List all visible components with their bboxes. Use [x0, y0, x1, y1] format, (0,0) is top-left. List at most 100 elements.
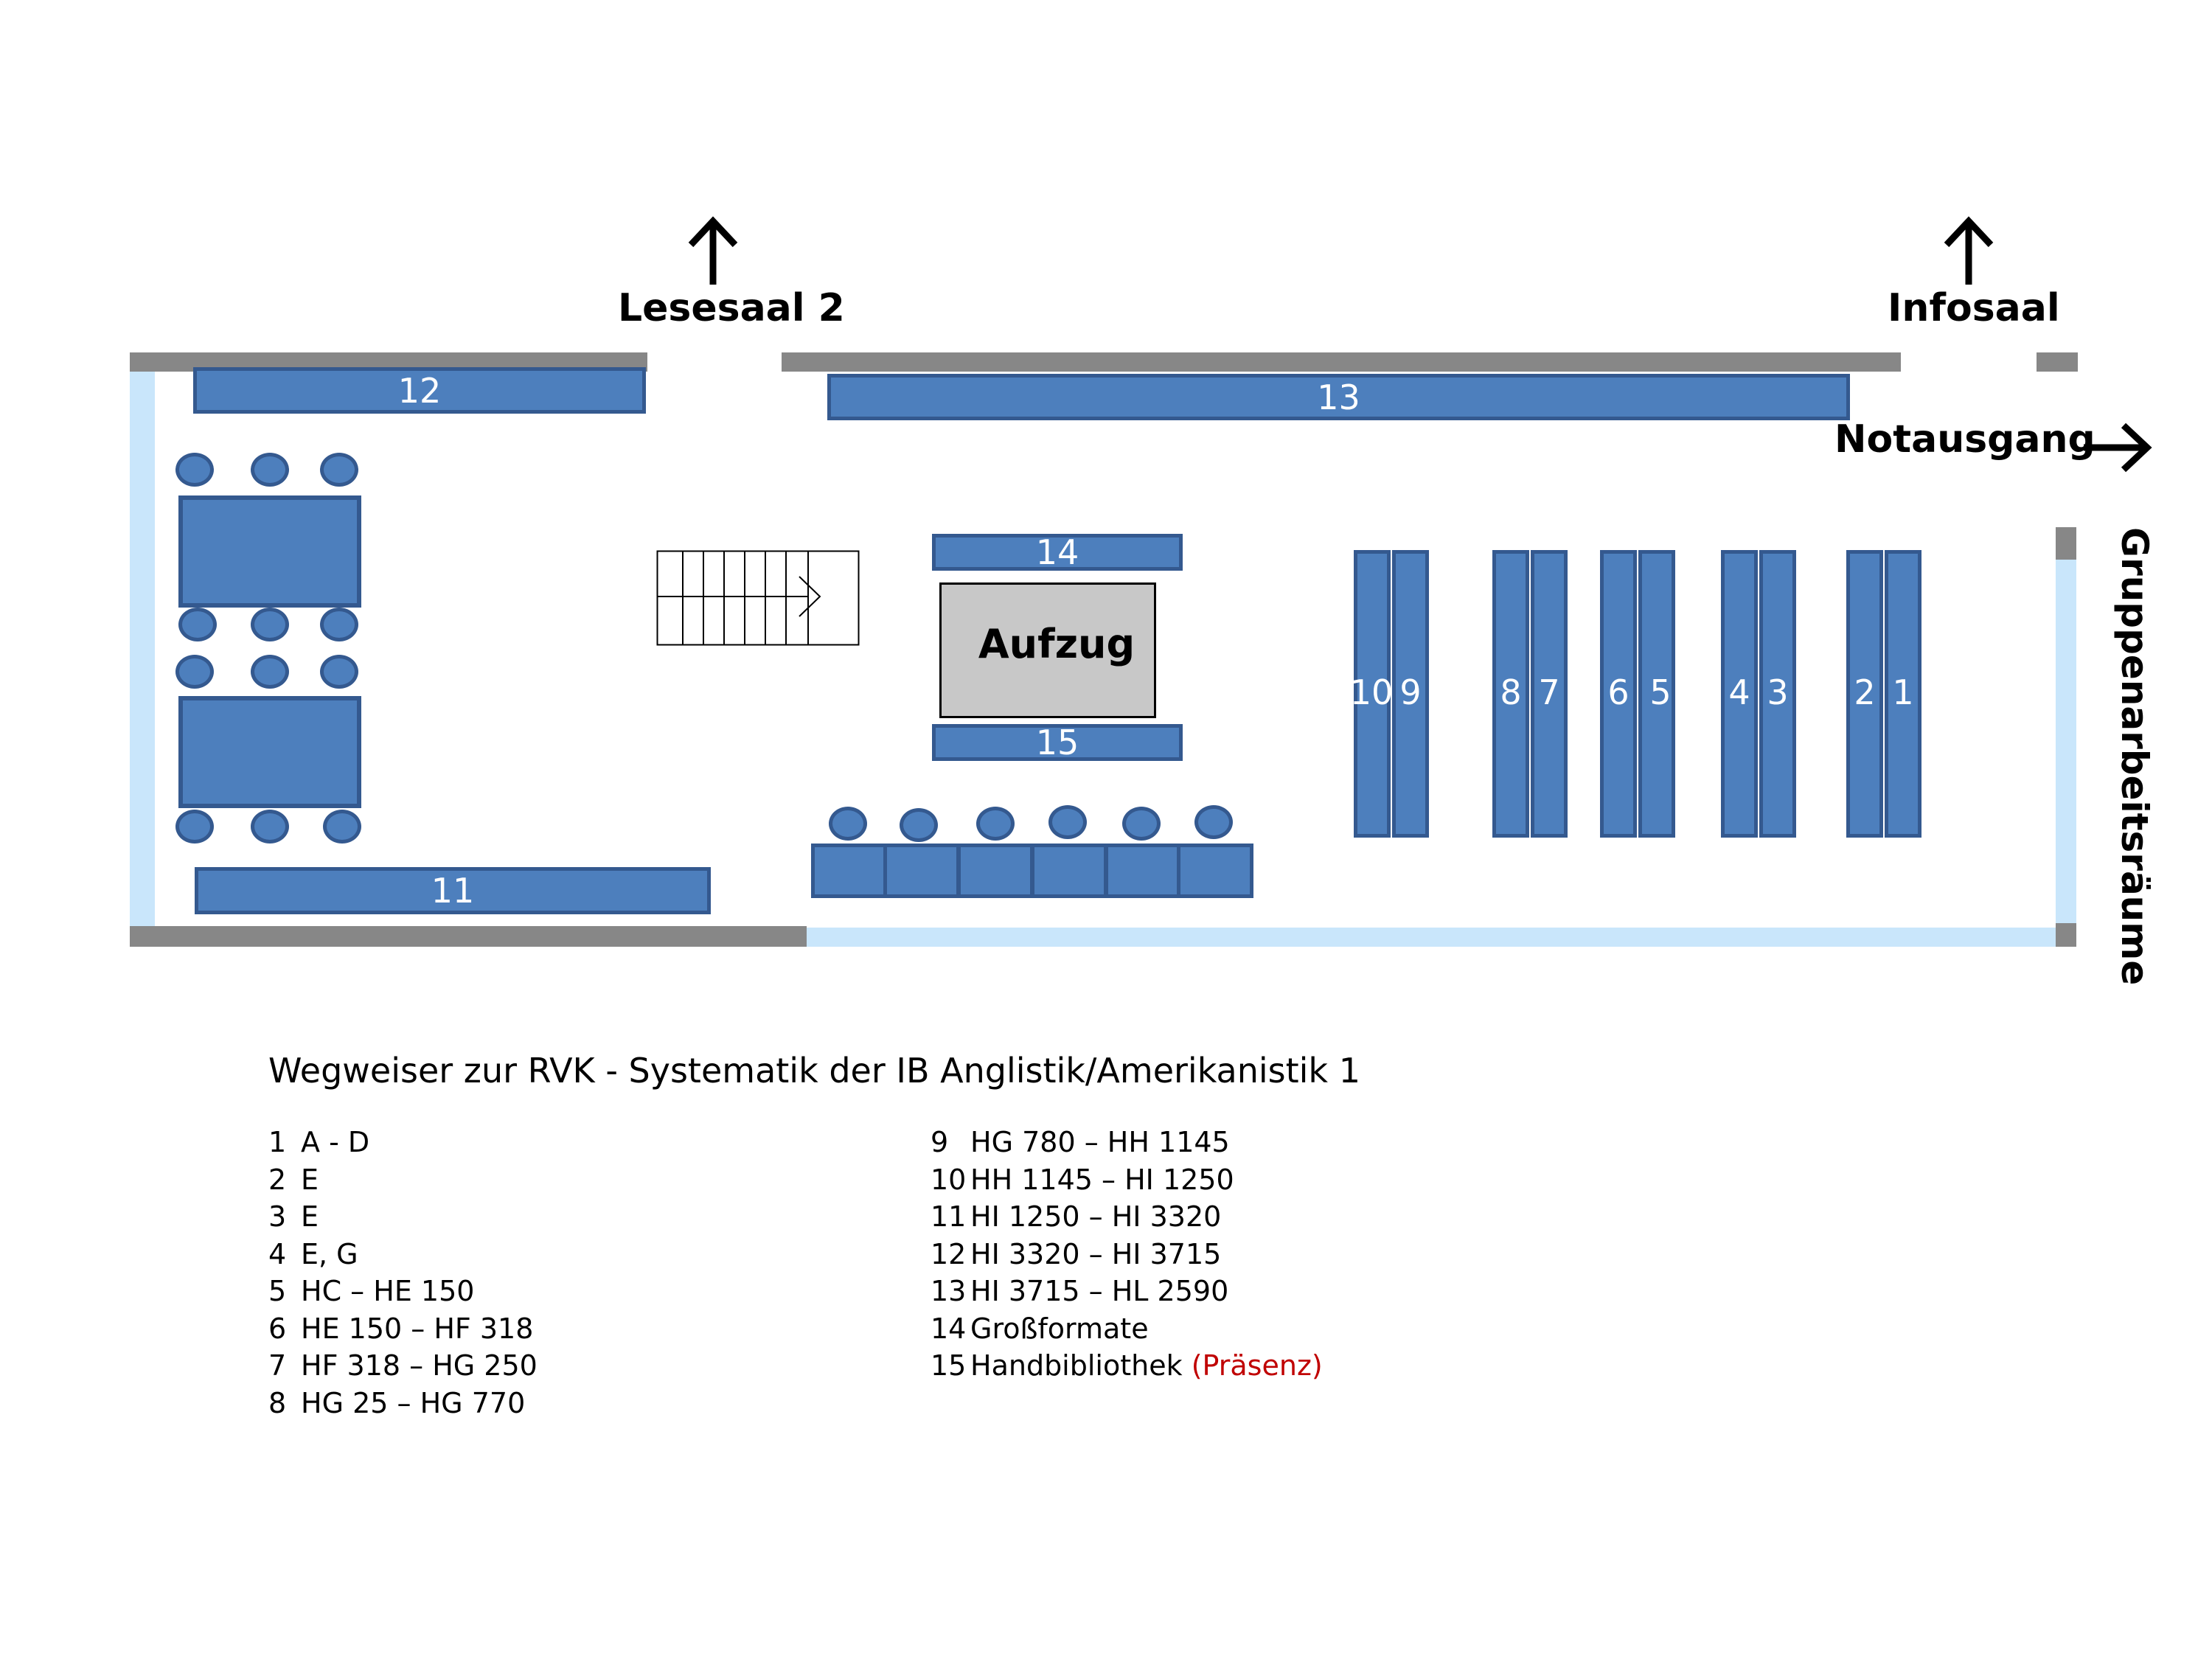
wall-right-bottom — [2056, 923, 2076, 947]
wall-right-top — [2056, 527, 2076, 560]
chair — [320, 453, 358, 487]
workstation-desk — [957, 844, 1034, 898]
shelf-number: 5 — [1649, 672, 1672, 712]
legend-range: HC – HE 150 — [301, 1275, 475, 1307]
chair — [323, 810, 361, 844]
shelf-5 — [1638, 550, 1675, 838]
legend-number: 2 — [268, 1163, 287, 1196]
shelf-9 — [1392, 550, 1429, 838]
chair — [900, 808, 938, 842]
legend-range: E — [301, 1200, 319, 1233]
legend-number: 6 — [268, 1312, 287, 1345]
legend-number: 4 — [268, 1237, 287, 1270]
chair — [178, 608, 217, 641]
shelf-number: 8 — [1500, 672, 1522, 712]
chair — [251, 608, 289, 641]
chair — [1122, 807, 1161, 841]
shelf-10 — [1354, 550, 1391, 838]
legend-number: 14 — [931, 1312, 967, 1345]
shelf-11: 11 — [195, 867, 711, 914]
gruppenarbeitsraeume-label: Gruppenarbeitsräume — [2113, 527, 2156, 986]
legend-number: 13 — [931, 1275, 967, 1307]
shelf-number: 12 — [397, 370, 442, 411]
chair — [1048, 805, 1087, 839]
legend-item: 9 HG 780 – HH 1145 — [931, 1124, 1323, 1161]
elevator-label: Aufzug — [978, 620, 1135, 667]
legend-range: HI 1250 – HI 3320 — [970, 1200, 1222, 1233]
shelf-number: 3 — [1767, 672, 1789, 712]
chair — [251, 810, 289, 844]
reading-table — [178, 696, 361, 808]
workstation-desk — [1177, 844, 1253, 898]
legend-number: 7 — [268, 1349, 287, 1382]
workstation-desk — [1105, 844, 1181, 898]
wall-top-right — [2037, 352, 2078, 372]
legend-range: HH 1145 – HI 1250 — [970, 1163, 1234, 1196]
legend-number: 3 — [268, 1200, 287, 1233]
legend-range: HG 780 – HH 1145 — [970, 1126, 1230, 1158]
legend-range: HI 3320 – HI 3715 — [970, 1237, 1222, 1270]
shelf-number: 4 — [1728, 672, 1750, 712]
shelf-8 — [1492, 550, 1529, 838]
workstation-desk — [1031, 844, 1107, 898]
chair — [251, 655, 289, 689]
window-bottom — [807, 928, 2056, 947]
notausgang-label: Notausgang — [1834, 417, 2096, 462]
legend-number: 9 — [931, 1126, 949, 1158]
shelf-4 — [1721, 550, 1758, 838]
legend-item: 5 HC – HE 150 — [268, 1273, 538, 1310]
workstation-desk — [883, 844, 960, 898]
wall-bottom-left — [130, 926, 807, 947]
shelf-number: 14 — [1035, 532, 1079, 572]
chair — [175, 453, 214, 487]
legend-number: 15 — [931, 1349, 967, 1382]
legend-range: Großformate — [970, 1312, 1149, 1345]
legend-range: HI 3715 – HL 2590 — [970, 1275, 1229, 1307]
chair — [1194, 805, 1233, 839]
legend-number: 1 — [268, 1126, 287, 1158]
shelf-2 — [1846, 550, 1883, 838]
window-left — [130, 372, 155, 926]
shelf-12: 12 — [193, 367, 646, 414]
shelf-number: 9 — [1399, 672, 1422, 712]
lesesaal-label: Lesesaal 2 — [618, 286, 845, 330]
legend-number: 12 — [931, 1237, 967, 1270]
legend-range: E — [301, 1163, 319, 1196]
shelf-15: 15 — [932, 723, 1183, 762]
arrow-right-icon — [2084, 422, 2152, 473]
shelf-1 — [1885, 550, 1921, 838]
chair — [976, 807, 1015, 841]
window-right — [2056, 560, 2076, 923]
legend-range: Handbibliothek — [970, 1349, 1183, 1382]
shelf-number: 2 — [1854, 672, 1876, 712]
elevator: Aufzug — [939, 582, 1156, 718]
legend-number: 8 — [268, 1386, 287, 1419]
legend-title: Wegweiser zur RVK - Systematik der IB An… — [268, 1051, 1360, 1091]
legend-number: 11 — [931, 1200, 967, 1233]
shelf-7 — [1531, 550, 1568, 838]
infosaal-label: Infosaal — [1888, 286, 2060, 330]
wall-top-middle — [782, 352, 1901, 372]
chair — [175, 655, 214, 689]
shelf-number: 6 — [1607, 672, 1630, 712]
shelf-6 — [1600, 550, 1637, 838]
workstation-desk — [811, 844, 888, 898]
chair — [320, 655, 358, 689]
shelf-number: 13 — [1317, 377, 1360, 417]
legend-number: 5 — [268, 1275, 287, 1307]
legend-note: (Präsenz) — [1191, 1349, 1323, 1382]
chair — [320, 608, 358, 641]
